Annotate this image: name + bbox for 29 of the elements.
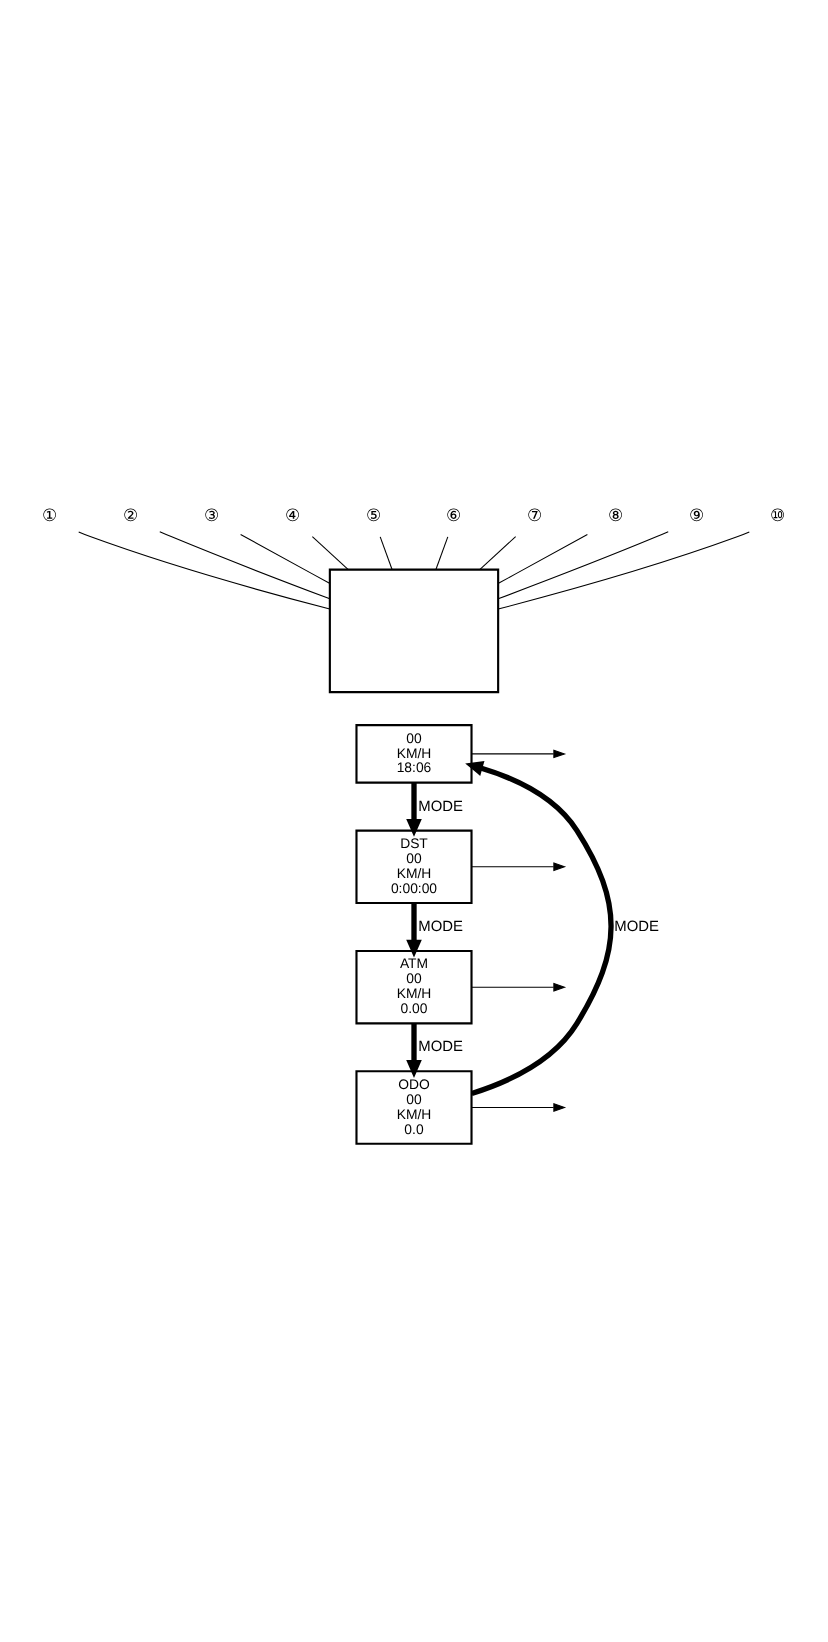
arrow (471, 749, 567, 759)
node-text: ④ (284, 505, 301, 526)
arrow (406, 782, 422, 837)
arrow (471, 862, 567, 872)
connector (78, 531, 331, 610)
connector (240, 533, 331, 584)
connector (311, 536, 349, 570)
node-text: ⑨ (689, 505, 706, 526)
arrow (406, 903, 422, 958)
node-text: ② (122, 505, 139, 526)
node-text: ① (41, 505, 58, 526)
connector (479, 536, 517, 570)
node-box (328, 568, 500, 694)
connector (497, 531, 750, 610)
node-text: ⑦ (527, 505, 544, 526)
arrow (471, 1103, 567, 1112)
node-text: ⑩ (770, 505, 787, 526)
arrow (471, 982, 567, 992)
arrow (406, 1023, 422, 1078)
connector (159, 531, 331, 600)
node-text: ⑥ (446, 505, 463, 526)
connector (435, 536, 449, 571)
connector (497, 531, 669, 600)
connector (497, 533, 588, 584)
node-text: ③ (203, 505, 220, 526)
node-text: ⑤ (365, 505, 382, 526)
arrow (465, 760, 614, 1096)
connector (379, 536, 393, 571)
node-text: ⑧ (608, 505, 625, 526)
